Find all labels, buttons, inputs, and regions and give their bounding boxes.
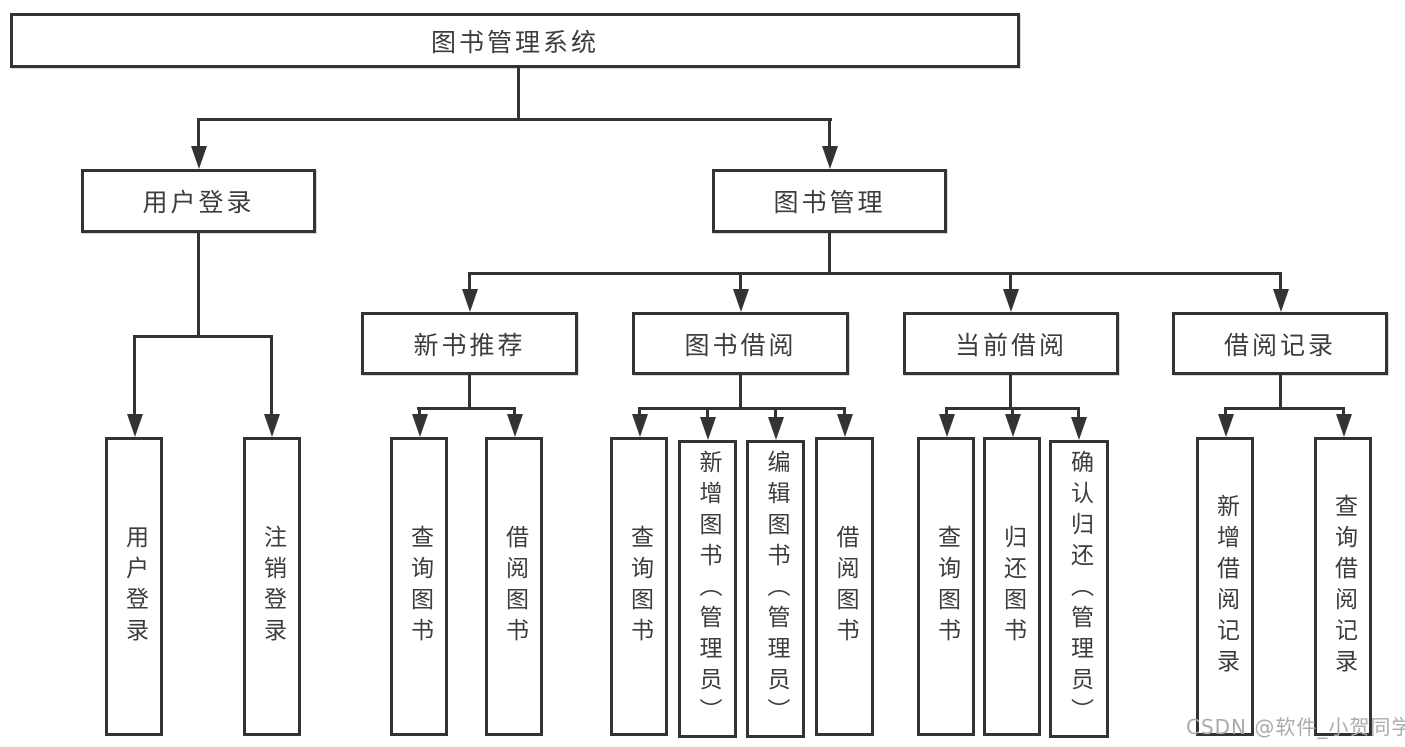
connector-line (1009, 272, 1012, 290)
connector-line (739, 375, 742, 407)
leaf-label: 借阅图书 (501, 524, 528, 649)
connector-line (197, 233, 200, 335)
connector-line (1009, 375, 1012, 407)
leaf-label: 新增借阅记录 (1212, 493, 1239, 680)
arrow-down-icon (462, 289, 478, 312)
arrow-down-icon (1218, 414, 1234, 437)
node-label: 用户登录 (142, 188, 255, 217)
arrow-down-icon (1005, 414, 1021, 437)
connector-line (843, 407, 846, 416)
arrow-down-icon (507, 414, 523, 437)
arrow-down-icon (412, 414, 428, 437)
leaf-user-login: 用户登录 (105, 437, 163, 736)
node-new-book-recommend: 新书推荐 (361, 312, 578, 375)
leaf-query-books: 查询图书 (610, 437, 668, 736)
connector-line (1077, 407, 1080, 419)
arrow-down-icon (822, 146, 838, 169)
node-label: 图书管理系统 (430, 27, 599, 57)
arrow-down-icon (191, 146, 207, 169)
connector-line (1342, 407, 1345, 416)
leaf-confirm-return-admin: 确认归还（管理员） (1049, 440, 1109, 738)
leaf-edit-book-admin: 编辑图书（管理员） (746, 440, 805, 738)
leaf-query-books: 查询图书 (390, 437, 448, 736)
connector-line (1011, 407, 1014, 416)
connector-line (133, 335, 273, 338)
arrow-down-icon (768, 417, 784, 440)
leaf-query-borrow-record: 查询借阅记录 (1314, 437, 1372, 736)
connector-line (468, 272, 471, 290)
arrow-down-icon (1071, 417, 1087, 440)
leaf-label: 归还图书 (999, 524, 1026, 649)
leaf-label: 查询图书 (626, 524, 653, 649)
leaf-label: 查询借阅记录 (1330, 493, 1357, 680)
leaf-label: 编辑图书（管理员） (763, 449, 789, 729)
leaf-label: 注销登录 (259, 524, 286, 649)
connector-line (828, 118, 831, 148)
node-borrowing-records: 借阅记录 (1172, 312, 1388, 375)
leaf-label: 查询图书 (933, 524, 960, 649)
leaf-label: 借阅图书 (832, 524, 858, 649)
arrow-down-icon (939, 414, 955, 437)
connector-line (638, 407, 846, 410)
node-label: 借阅记录 (1223, 330, 1336, 360)
node-label: 图书借阅 (684, 330, 797, 360)
connector-line (638, 407, 641, 416)
connector-line (197, 118, 200, 148)
connector-line (197, 118, 832, 121)
arrow-down-icon (1003, 289, 1019, 312)
connector-line (418, 407, 421, 416)
arrow-down-icon (264, 414, 280, 437)
node-label: 当前借阅 (954, 330, 1067, 360)
connector-line (828, 233, 831, 272)
leaf-return-books: 归还图书 (983, 437, 1041, 736)
leaf-label: 确认归还（管理员） (1066, 449, 1093, 729)
node-book-borrowing: 图书借阅 (632, 312, 849, 375)
connector-line (468, 272, 1282, 275)
connector-line (774, 407, 777, 419)
connector-line (468, 375, 471, 407)
leaf-logout: 注销登录 (243, 437, 301, 736)
node-book-management: 图书管理 (712, 169, 947, 233)
node-label: 图书管理 (773, 188, 886, 217)
connector-line (1279, 375, 1282, 407)
csdn-watermark: CSDN @软件_小贺同学 (1186, 715, 1405, 739)
connector-line (517, 68, 520, 118)
connector-line (1279, 272, 1282, 290)
connector-line (270, 335, 273, 415)
arrow-down-icon (837, 414, 853, 437)
connector-line (945, 407, 948, 416)
arrow-down-icon (632, 414, 648, 437)
node-user-login: 用户登录 (81, 169, 316, 233)
connector-line (1224, 407, 1344, 410)
connector-line (417, 407, 516, 410)
arrow-down-icon (1336, 414, 1352, 437)
leaf-label: 用户登录 (121, 524, 148, 649)
arrow-down-icon (700, 417, 716, 440)
node-library-system: 图书管理系统 (10, 13, 1020, 68)
leaf-label: 查询图书 (406, 524, 433, 649)
arrow-down-icon (1273, 289, 1289, 312)
leaf-borrow-books: 借阅图书 (485, 437, 543, 736)
node-label: 新书推荐 (413, 330, 526, 360)
connector-line (133, 335, 136, 415)
arrow-down-icon (733, 289, 749, 312)
leaf-add-borrow-record: 新增借阅记录 (1196, 437, 1254, 736)
leaf-query-books: 查询图书 (917, 437, 975, 736)
connector-line (739, 272, 742, 290)
connector-line (706, 407, 709, 419)
connector-line (513, 407, 516, 416)
node-current-borrowing: 当前借阅 (903, 312, 1119, 375)
leaf-label: 新增图书（管理员） (695, 449, 721, 729)
leaf-borrow-books: 借阅图书 (815, 437, 874, 736)
connector-line (1224, 407, 1227, 416)
arrow-down-icon (127, 414, 143, 437)
leaf-add-book-admin: 新增图书（管理员） (678, 440, 737, 738)
